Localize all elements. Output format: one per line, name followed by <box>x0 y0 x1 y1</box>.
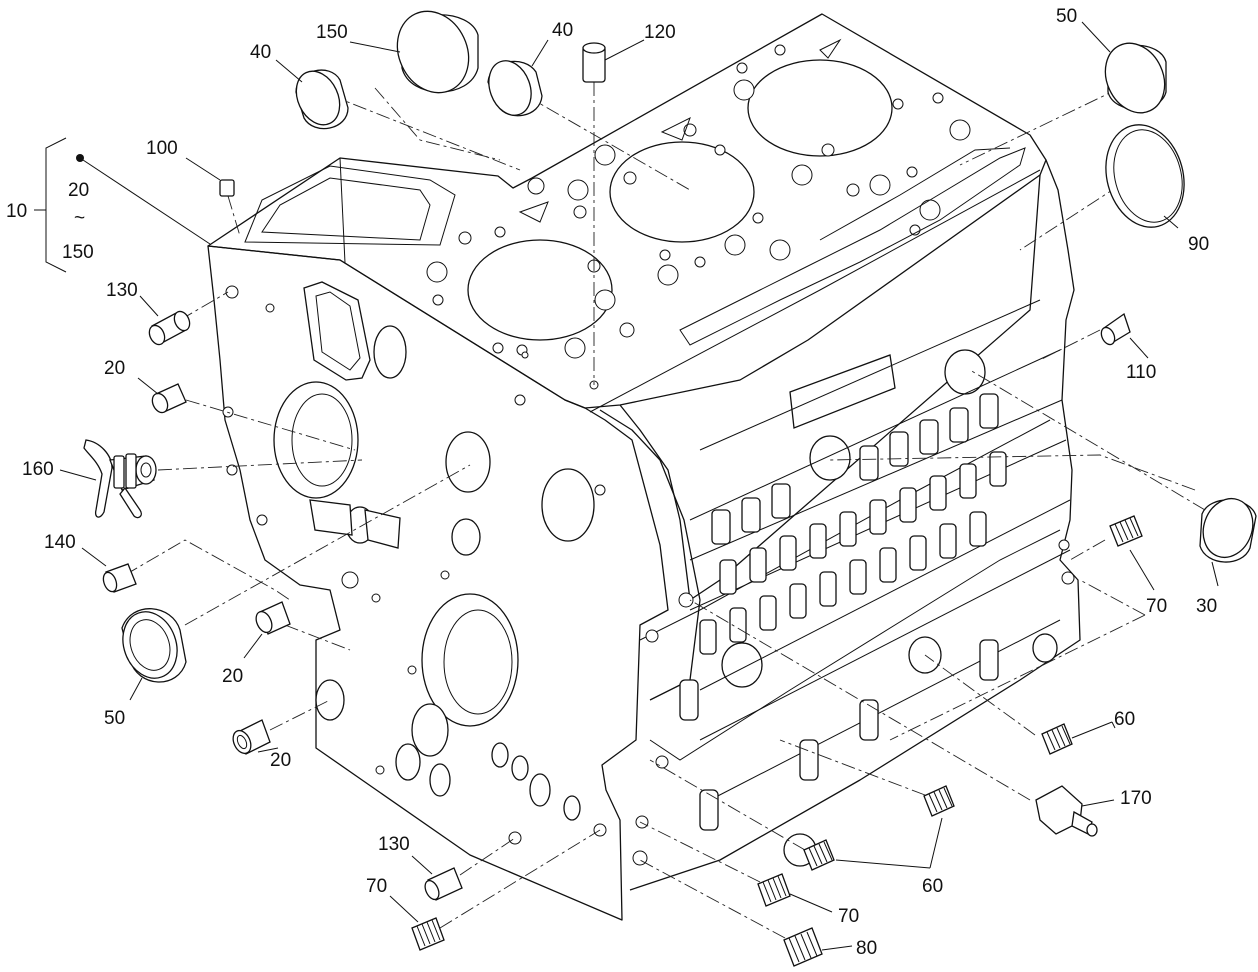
plug-40-mid <box>487 60 543 117</box>
seal-50-bottom <box>121 608 187 683</box>
plug-40-left <box>295 69 349 130</box>
cylinder-bore-2 <box>609 141 755 243</box>
label-50-top: 50 <box>1056 6 1077 27</box>
label-50-bottom: 50 <box>104 708 125 729</box>
deck-holes <box>426 44 971 390</box>
label-range-tilde: ~ <box>74 208 85 229</box>
leader-lines <box>34 21 1219 951</box>
seal-30 <box>1199 497 1257 563</box>
reference-dot <box>76 154 84 162</box>
label-20-a: 20 <box>104 358 125 379</box>
plug-60-bottom <box>803 839 835 871</box>
front-face-openings <box>222 281 607 845</box>
dowel-pin-120 <box>582 42 606 83</box>
label-30: 30 <box>1196 596 1217 617</box>
sensor-170 <box>1035 785 1098 837</box>
label-140: 140 <box>44 532 76 553</box>
label-70-bottom: 70 <box>838 906 859 927</box>
guide-lines <box>124 82 1206 939</box>
label-20-b: 20 <box>222 666 243 687</box>
label-110: 110 <box>1126 362 1156 383</box>
label-120: 120 <box>644 22 676 43</box>
label-90: 90 <box>1188 234 1209 255</box>
label-20-c: 20 <box>270 750 291 771</box>
plug-60-right <box>1041 723 1073 755</box>
pin-100 <box>219 179 235 197</box>
label-80: 80 <box>856 938 877 959</box>
label-group-10: 10 <box>6 201 27 222</box>
plug-60-mid <box>923 785 955 817</box>
label-40-mid: 40 <box>552 20 573 41</box>
cylinder-bore-1 <box>467 239 613 341</box>
cylinder-block <box>207 13 1081 921</box>
label-range-from: 20 <box>68 180 89 201</box>
label-170: 170 <box>1120 788 1152 809</box>
bushing-140 <box>102 563 137 593</box>
label-100: 100 <box>146 138 178 159</box>
bushing-130-top <box>148 310 191 346</box>
bushing-20-b <box>255 601 291 635</box>
label-60-right: 60 <box>1114 709 1135 730</box>
bushing-20-c <box>232 719 271 755</box>
label-150-top: 150 <box>316 22 348 43</box>
label-130-bottom: 130 <box>378 834 410 855</box>
plug-70-right <box>1109 515 1143 547</box>
label-70-left: 70 <box>366 876 387 897</box>
drain-cock-160 <box>83 439 157 519</box>
plug-50-top <box>1104 42 1167 114</box>
rib-pockets <box>632 393 1075 866</box>
plug-70-bottom <box>757 873 791 907</box>
label-70-right: 70 <box>1146 596 1167 617</box>
bushing-20-a <box>151 383 187 414</box>
label-160: 160 <box>22 459 54 480</box>
label-60-bottom: 60 <box>922 876 943 897</box>
bushing-110 <box>1100 312 1131 346</box>
gasket-90 <box>1105 124 1185 228</box>
label-40-left: 40 <box>250 42 271 63</box>
plug-70-left <box>411 917 445 951</box>
cylinder-bore-3 <box>747 59 893 157</box>
callout-labels: 10 20 ~ 150 150 40 40 120 50 100 90 130 … <box>6 6 1217 959</box>
bushing-130-bottom <box>424 867 463 901</box>
label-130-top: 130 <box>106 280 138 301</box>
label-range-to: 150 <box>62 242 94 263</box>
crankcase-ribs <box>689 299 1071 867</box>
plug-80 <box>783 927 823 967</box>
plug-150-top <box>396 10 479 94</box>
